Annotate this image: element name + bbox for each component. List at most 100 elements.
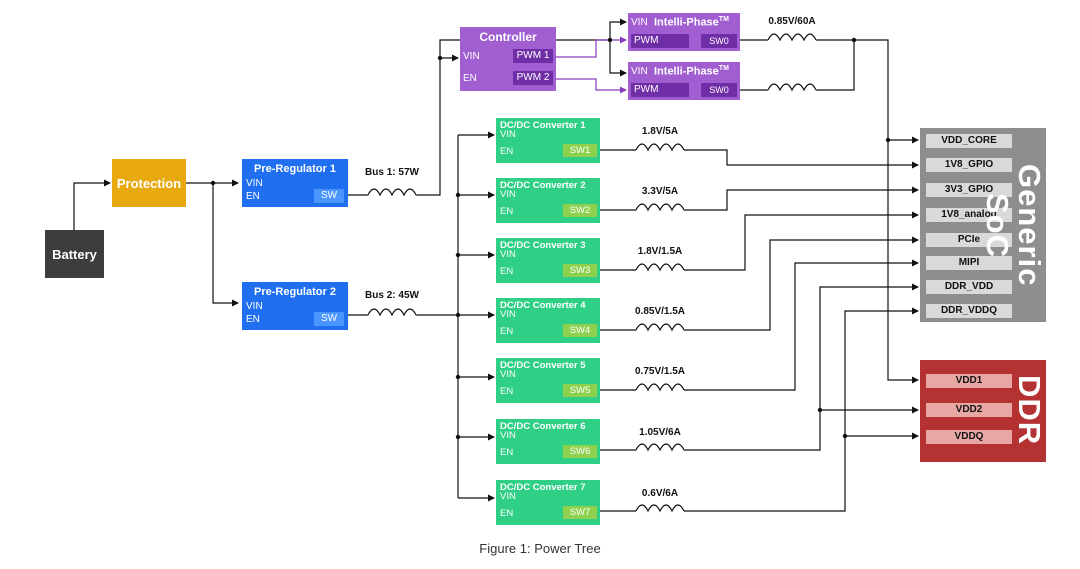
dcdc-converter-5-sw: SW5: [563, 384, 597, 397]
battery-label: Battery: [52, 246, 97, 262]
rating-6-label: 1.05V/6A: [639, 427, 681, 438]
dcdc-converter-4-title: DC/DC Converter 4: [500, 300, 586, 311]
intelli-phase-1: VIN Intelli-PhaseTM PWM SW0: [628, 13, 740, 51]
rating-2-label: 3.3V/5A: [641, 186, 679, 197]
intelli-phase-1-tm: TM: [718, 16, 729, 23]
dcdc-converter-1-vin: VIN: [500, 129, 516, 140]
dcdc-converter-1-en: EN: [500, 146, 514, 157]
dcdc-converter-2-title: DC/DC Converter 2: [500, 180, 586, 191]
pre-regulator-1-vin: VIN: [246, 178, 263, 189]
dcdc-converter-2-vin: VIN: [500, 189, 516, 200]
core-to-vdd1-wire: [887, 140, 919, 384]
soc-rail-ddr-vddq: DDR_VDDQ: [926, 304, 1012, 318]
ddr-rail-vdd1: VDD1: [926, 374, 1012, 388]
controller-pwm1: PWM 1: [513, 49, 553, 63]
pre-regulator-2: Pre-Regulator 2 VIN EN SW: [242, 282, 348, 330]
intelli-phase-2-sw: SW0: [701, 83, 737, 97]
dcdc-converter-5-en: EN: [500, 386, 514, 397]
battery-block: Battery: [45, 230, 104, 278]
dcdc-converter-7: DC/DC Converter 7 VIN EN SW7: [496, 480, 600, 525]
soc-title: Generic SoC: [980, 163, 1047, 287]
pre-regulator-1-title: Pre-Regulator 1: [254, 163, 336, 175]
pwm1-wire: [556, 36, 627, 58]
intelli-phase-1-name-text: Intelli-Phase: [654, 16, 719, 29]
intelli-phase-1-pwm: PWM: [631, 34, 689, 48]
soc-rail-pcie: PCIe: [926, 233, 1012, 247]
bus2-label: Bus 2: 45W: [365, 290, 419, 301]
intelli-phase-2-vin: VIN: [631, 66, 648, 77]
dcdc-converter-6-title: DC/DC Converter 6: [500, 421, 586, 432]
ddr-rail-vdd2: VDD2: [926, 403, 1012, 417]
converter-outputs: [600, 143, 919, 513]
pre-regulator-1-en: EN: [246, 191, 260, 202]
protection-block: Protection: [112, 159, 186, 207]
rating-1-label: 1.8V/5A: [641, 126, 679, 137]
dcdc-converter-3-title: DC/DC Converter 3: [500, 240, 586, 251]
dcdc-converter-3-sw: SW3: [563, 264, 597, 277]
pre-regulator-2-vin: VIN: [246, 301, 263, 312]
rating-5-label: 0.75V/1.5A: [634, 366, 686, 377]
dcdc-converter-6-vin: VIN: [500, 430, 516, 441]
battery-to-protection-wire: [73, 179, 111, 230]
rating-4-label: 0.85V/1.5A: [634, 306, 686, 317]
bus1-label: Bus 1: 57W: [365, 167, 419, 178]
soc-rail-mipi: MIPI: [926, 256, 1012, 270]
intelli-phase-1-name: Intelli-PhaseTM: [654, 16, 729, 29]
dcdc-converter-7-en: EN: [500, 508, 514, 519]
dcdc-converter-7-title: DC/DC Converter 7: [500, 482, 586, 493]
dcdc-converter-5: DC/DC Converter 5 VIN EN SW5: [496, 358, 600, 403]
dcdc-converter-7-sw: SW7: [563, 506, 597, 519]
soc-rail-1v8-gpio: 1V8_GPIO: [926, 158, 1012, 172]
dcdc-converter-4-sw: SW4: [563, 324, 597, 337]
controller-pwm2: PWM 2: [513, 71, 553, 85]
ddr-title: DDR: [1012, 374, 1047, 446]
controller-en: EN: [463, 73, 477, 84]
dcdc-converter-4-en: EN: [500, 326, 514, 337]
bus1-to-controller-wire: [416, 54, 459, 196]
core-rail-label: 0.85V/60A: [768, 16, 816, 27]
dcdc-converter-1-sw: SW1: [563, 144, 597, 157]
dcdc-converter-6-en: EN: [500, 447, 514, 458]
bus1-to-ip2-wire: [609, 40, 627, 77]
dcdc-converter-5-title: DC/DC Converter 5: [500, 360, 586, 371]
ip1-inductor: [767, 33, 817, 42]
controller-title: Controller: [479, 30, 537, 44]
controller-block: Controller VIN EN PWM 1 PWM 2: [460, 27, 556, 91]
pre-regulator-2-sw: SW: [314, 312, 344, 326]
bus1-to-ip1-wire: [609, 18, 627, 40]
protection-to-prereg2-wire: [212, 183, 239, 307]
intelli-phase-1-vin: VIN: [631, 17, 648, 28]
dcdc-converter-3-vin: VIN: [500, 249, 516, 260]
dcdc-converter-6: DC/DC Converter 6 VIN EN SW6: [496, 419, 600, 464]
dcdc-converter-1-title: DC/DC Converter 1: [500, 120, 586, 131]
bus1-inductor: [367, 188, 417, 197]
rating-3-label: 1.8V/1.5A: [637, 246, 683, 257]
dcdc-converter-5-vin: VIN: [500, 369, 516, 380]
bus2-inductor: [367, 308, 417, 317]
controller-vin: VIN: [463, 51, 480, 62]
intelli-phase-1-sw: SW0: [701, 34, 737, 48]
pre-regulator-1-sw: SW: [314, 189, 344, 203]
intelli-phase-2-name: Intelli-PhaseTM: [654, 65, 729, 78]
rating-7-label: 0.6V/6A: [641, 488, 679, 499]
ddr-rail-vddq: VDDQ: [926, 430, 1012, 444]
pre-regulator-1: Pre-Regulator 1 VIN EN SW: [242, 159, 348, 207]
soc-rail-ddr-vdd: DDR_VDD: [926, 280, 1012, 294]
intelli-phase-2-pwm: PWM: [631, 83, 689, 97]
dcdc-converter-3-en: EN: [500, 266, 514, 277]
generic-soc-block: VDD_CORE 1V8_GPIO 3V3_GPIO 1V8_analog PC…: [920, 128, 1047, 322]
pwm2-wire: [556, 78, 627, 94]
ddr-block: VDD1 VDD2 VDDQ DDR: [920, 360, 1047, 462]
dcdc-converter-6-sw: SW6: [563, 445, 597, 458]
figure-caption: Figure 1: Power Tree: [479, 541, 601, 556]
dcdc-converter-4: DC/DC Converter 4 VIN EN SW4: [496, 298, 600, 343]
dcdc-converter-2-sw: SW2: [563, 204, 597, 217]
intelli-phase-2-tm: TM: [718, 65, 729, 72]
dcdc-converter-2: DC/DC Converter 2 VIN EN SW2: [496, 178, 600, 223]
intelli-phase-2: VIN Intelli-PhaseTM PWM SW0: [628, 62, 740, 100]
soc-rail-3v3-gpio: 3V3_GPIO: [926, 183, 1012, 197]
pre-regulator-2-title: Pre-Regulator 2: [254, 286, 336, 298]
dcdc-converter-7-vin: VIN: [500, 491, 516, 502]
soc-rail-1v8-analog: 1V8_analog: [926, 208, 1012, 222]
